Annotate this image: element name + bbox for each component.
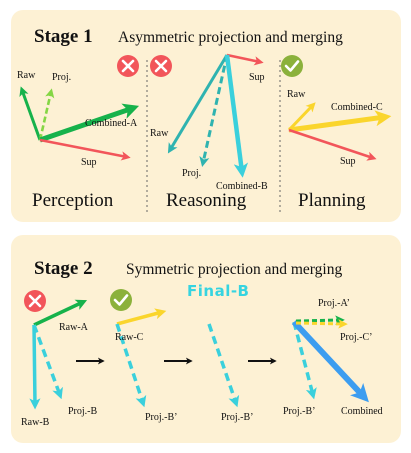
planning-raw-label: Raw (287, 89, 306, 100)
perception-raw-label: Raw (17, 70, 36, 81)
proj-b-prime-label-3: Proj.-B’ (283, 406, 316, 417)
perception-sup-arrow (39, 138, 131, 161)
raw-a-arrow (33, 299, 88, 327)
check-icon (110, 289, 132, 311)
final-b-arrow (207, 323, 240, 408)
stage2-panel (11, 235, 401, 443)
reasoning-sup-label: Sup (249, 72, 265, 83)
raw-c-label: Raw-C (115, 332, 144, 343)
stage2-title: Stage 2 (34, 258, 93, 279)
raw-b-arrow (29, 324, 41, 410)
planning-sup-arrow (288, 128, 377, 161)
stage1-subtitle: Asymmetric projection and merging (118, 29, 343, 46)
planning-raw-arrow (287, 102, 316, 132)
final-b-title: Final-B (187, 282, 250, 300)
cross-icon (117, 55, 139, 77)
reasoning-combined-label: Combined-B (216, 181, 268, 192)
proj-b-prime-label-2: Proj.-B’ (221, 412, 254, 423)
cross-icon (24, 290, 46, 312)
reasoning-sup-arrow (226, 53, 264, 66)
stage1-panel (11, 10, 401, 222)
proj-c-prime-arrow (295, 319, 348, 329)
perception-raw-arrow (19, 86, 42, 141)
planning-combined-arrow (288, 110, 392, 133)
reasoning-raw-arrow (167, 54, 229, 154)
perception-sup-label: Sup (81, 157, 97, 168)
reasoning-proj-arrow (199, 54, 229, 167)
proj-b-prime-label: Proj.-B’ (145, 412, 178, 423)
reasoning-proj-label: Proj. (182, 168, 201, 179)
planning-sup-label: Sup (340, 156, 356, 167)
proj-b-label: Proj.-B (68, 406, 98, 417)
proj-c-prime-label: Proj.-C’ (340, 332, 373, 343)
stage1-title: Stage 1 (34, 26, 93, 47)
perception-combined-label: Combined-A (85, 118, 138, 129)
combined-label: Combined (341, 406, 383, 417)
perception-proj-label: Proj. (52, 72, 71, 83)
stage2-subtitle: Symmetric projection and merging (126, 261, 342, 278)
raw-a-label: Raw-A (59, 322, 89, 333)
reasoning-combined-arrow (224, 54, 249, 178)
perception-proj-arrow (38, 88, 55, 141)
section-reasoning: Reasoning (166, 190, 247, 211)
raw-c-arrow (116, 308, 167, 326)
check-icon (281, 55, 303, 77)
proj-b-prime-arrow (115, 323, 147, 408)
cross-icon (150, 55, 172, 77)
raw-b-label: Raw-B (21, 417, 50, 428)
reasoning-raw-label: Raw (150, 128, 169, 139)
section-planning: Planning (298, 190, 366, 211)
combined-arrow (291, 319, 369, 403)
section-perception: Perception (32, 190, 114, 211)
perception-combined-arrow (39, 103, 140, 143)
planning-combined-label: Combined-C (331, 102, 383, 113)
proj-a-prime-label: Proj.-A’ (318, 298, 350, 309)
